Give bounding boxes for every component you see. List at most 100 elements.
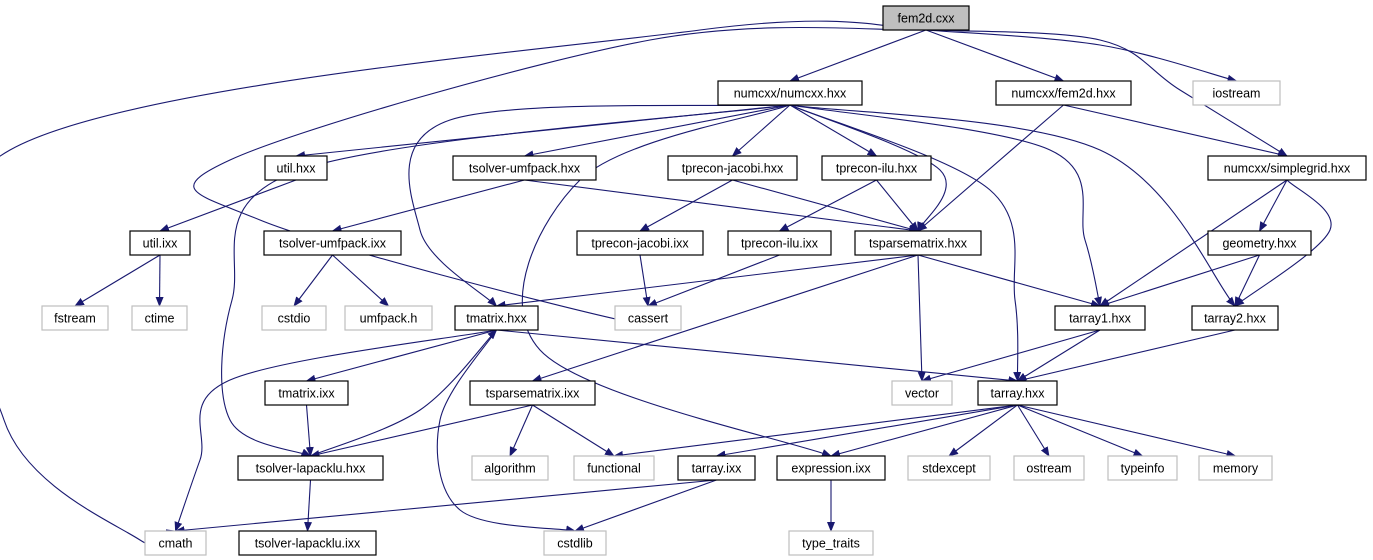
node-tsolver-umfpack-ixx[interactable]: tsolver-umfpack.ixx [263,230,402,256]
edge-tprecon-ilu-hxx-to-tprecon-ilu-ixx [778,179,877,232]
node-tprecon-ilu-hxx[interactable]: tprecon-ilu.hxx [821,155,932,181]
edge-tarray-hxx-to-tarray-ixx [715,404,1018,459]
node-tmatrix-hxx[interactable]: tmatrix.hxx [454,305,539,331]
node-box [237,455,384,481]
edge-numcxx-hxx-to-tarray2-hxx [789,104,1236,307]
node-box [907,455,991,481]
node-label: tarray.ixx [692,462,743,476]
node-box [977,380,1058,406]
edge-arrow [1099,179,1288,307]
edge-numcxx-hxx-to-tprecon-jacobi-hxx [731,104,791,157]
node-tsolver-umfpack-hxx[interactable]: tsolver-umfpack.hxx [452,155,597,181]
node-numcxx-hxx[interactable]: numcxx/numcxx.hxx [717,80,863,106]
node-stdexcept: stdexcept [907,455,991,481]
edge-tprecon-jacobi-hxx-to-tprecon-jacobi-ixx [639,179,733,232]
edge-arrow [332,254,390,307]
edge-arrow [1234,179,1332,307]
edge-numcxx-hxx-to-tsolver-umfpack-hxx [523,104,791,159]
node-label: cmath [158,537,192,551]
node-tarray-hxx[interactable]: tarray.hxx [977,380,1058,406]
dependency-edges [0,20,1332,548]
node-label: functional [587,462,641,476]
node-label: numcxx/numcxx.hxx [734,87,847,101]
edge-arrow [917,104,1064,232]
node-box [1013,455,1085,481]
node-label: tsolver-umfpack.hxx [469,162,581,176]
edge-arrow [1259,179,1288,232]
node-tsparsematrix-ixx[interactable]: tsparsematrix.ixx [469,380,596,406]
node-box [454,305,539,331]
edge-arrow [732,179,919,233]
edge-tprecon-ilu-hxx-to-tsparsematrix-hxx [876,179,919,232]
node-algorithm: algorithm [471,455,549,481]
node-util-hxx[interactable]: util.hxx [264,155,328,181]
node-tprecon-ilu-ixx[interactable]: tprecon-ilu.ixx [727,230,832,256]
node-label: umfpack.h [360,312,418,326]
node-box [452,155,597,181]
node-box [788,530,874,556]
edge-arrow [1017,404,1237,458]
node-label: tprecon-ilu.ixx [741,237,819,251]
edge-tsolver-lapacklu-hxx-to-tsolver-lapacklu-ixx [304,479,313,532]
node-geometry-hxx[interactable]: geometry.hxx [1207,230,1312,256]
edge-arrow [789,104,1022,382]
node-tsolver-lapacklu-hxx[interactable]: tsolver-lapacklu.hxx [237,455,384,481]
edge-tsparsematrix-hxx-to-tsparsematrix-ixx [531,254,919,383]
edge-arrow [778,179,877,232]
edge-tsolver-umfpack-ixx-to-cstdio [293,254,333,307]
edge-arrow [789,104,1236,307]
edge-tarray-hxx-to-expression-ixx [830,404,1018,458]
node-tprecon-jacobi-ixx[interactable]: tprecon-jacobi.ixx [576,230,704,256]
node-numcxx-fem2d[interactable]: numcxx/fem2d.hxx [995,80,1132,106]
edge-arrow [789,104,878,157]
node-box [1054,305,1146,331]
node-label: cstdio [278,312,311,326]
edge-fem2d-cxx-to-simplegrid-hxx [925,29,1288,157]
edge-util-ixx-to-ctime [155,254,164,307]
edge-util-ixx-to-fstream [74,254,161,307]
node-label: util.ixx [143,237,178,251]
node-label: geometry.hxx [1222,237,1297,251]
edge-tsparsematrix-hxx-to-tmatrix-hxx [495,254,919,309]
edge-fem2d-cxx-to-numcxx-fem2d [925,29,1065,82]
edge-tarray-hxx-to-stdexcept [948,404,1018,457]
edge-tsolver-umfpack-hxx-to-tsparsematrix-hxx [524,179,919,234]
edge-arrow [1099,254,1260,308]
node-box [469,380,596,406]
node-util-ixx[interactable]: util.ixx [129,230,191,256]
edge-fem2d-cxx-to-numcxx-hxx [789,29,927,82]
edge-arrow [647,254,780,307]
edge-geometry-hxx-to-tarray2-hxx [1234,254,1260,307]
node-tprecon-jacobi-hxx[interactable]: tprecon-jacobi.hxx [667,155,798,181]
node-umfpack-h: umfpack.h [344,305,433,331]
node-fstream: fstream [41,305,109,331]
edge-arrow [496,329,1019,385]
node-label: fem2d.cxx [898,12,956,26]
node-box [1198,455,1273,481]
edge-tmatrix-hxx-to-cstdlib [436,329,576,534]
node-tsolver-lapacklu-ixx[interactable]: tsolver-lapacklu.ixx [238,530,377,556]
edge-arrow [1063,104,1288,158]
node-tmatrix-ixx[interactable]: tmatrix.ixx [264,380,349,406]
node-tarray2-hxx[interactable]: tarray2.hxx [1191,305,1279,331]
edge-arrow [925,29,1288,157]
node-label: tarray1.hxx [1069,312,1132,326]
node-tarray-ixx[interactable]: tarray.ixx [677,455,756,481]
node-cassert: cassert [614,305,682,331]
node-expression-ixx[interactable]: expression.ixx [776,455,886,481]
edge-tarray-hxx-to-typeinfo [1017,404,1144,457]
edge-arrow [159,179,297,232]
edge-tmatrix-hxx-to-tmatrix-ixx [305,329,497,383]
node-tsparsematrix-hxx[interactable]: tsparsematrix.hxx [854,230,982,256]
node-fem2d-cxx[interactable]: fem2d.cxx [882,5,970,31]
node-box [891,380,953,406]
node-tarray1-hxx[interactable]: tarray1.hxx [1054,305,1146,331]
edge-tsparsematrix-hxx-to-tarray1-hxx [917,254,1101,308]
node-box [344,305,433,331]
edge-fem2d-cxx-to-iostream [925,29,1238,83]
node-vector: vector [891,380,953,406]
node-simplegrid-hxx[interactable]: numcxx/simplegrid.hxx [1207,155,1367,181]
edge-util-hxx-to-util-ixx [159,179,297,232]
node-cstdio: cstdio [261,305,327,331]
node-label: iostream [1213,87,1261,101]
